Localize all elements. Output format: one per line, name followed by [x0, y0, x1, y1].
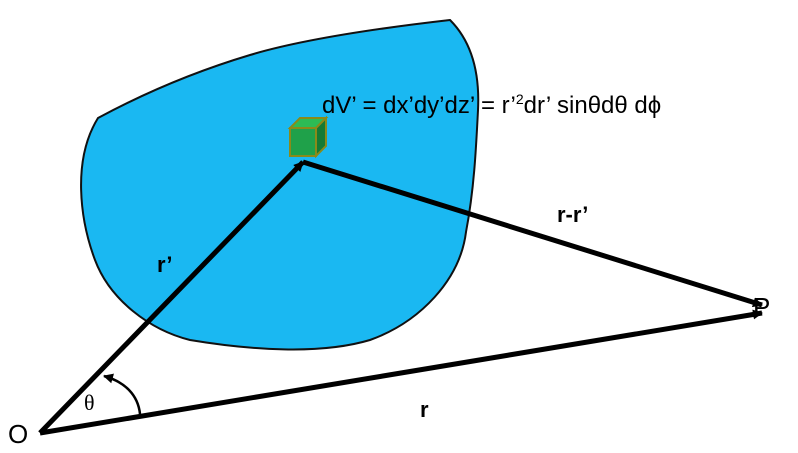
label-origin-o: O — [8, 419, 29, 449]
formula-lhs: dV’ = dx’dy’dz’ = r’ — [322, 92, 516, 119]
label-r-prime: r’ — [157, 252, 173, 277]
green-cube-icon — [287, 115, 329, 159]
vector-r-minus-r-prime — [302, 159, 763, 308]
label-r: r — [420, 397, 429, 422]
label-r-minus-r-prime: r-r’ — [557, 202, 589, 227]
vector-r-prime — [38, 160, 305, 435]
vector-r — [39, 309, 763, 436]
label-theta: θ — [84, 390, 95, 415]
formula-exponent: 2 — [515, 91, 524, 107]
theta-arc — [103, 373, 142, 415]
volume-element-formula: dV’ = dx’dy’dz’ = r’2dr’ sinθdθ dϕ — [322, 92, 661, 118]
formula-rhs: dr’ sinθdθ dϕ — [523, 92, 662, 119]
label-point-p: P — [753, 292, 771, 322]
